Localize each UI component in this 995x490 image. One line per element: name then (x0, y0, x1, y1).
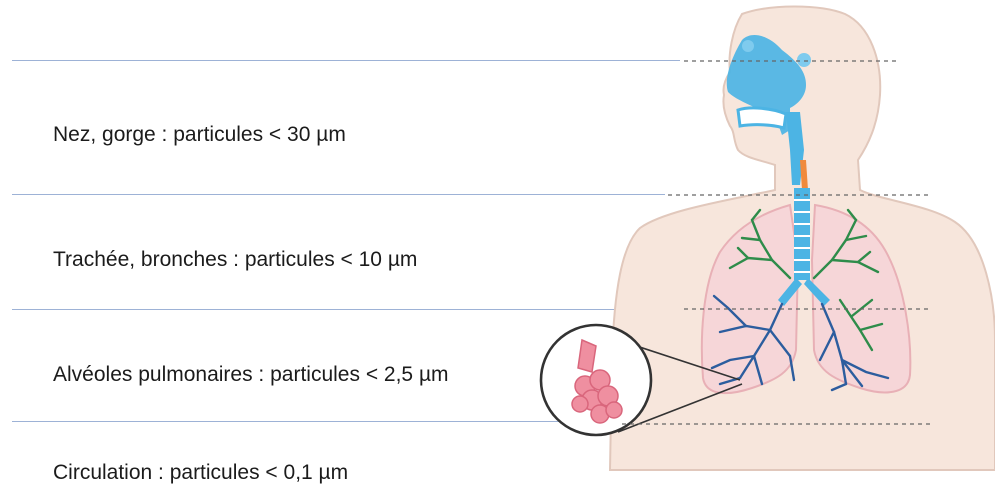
trachea (778, 188, 830, 306)
zoom-connector-top (606, 336, 740, 380)
pharynx (786, 112, 804, 185)
divider-nose-trachea (12, 194, 665, 195)
left-lung (702, 205, 798, 393)
nasal-cavity (727, 35, 806, 135)
level-markers (622, 61, 930, 424)
oral-cavity (738, 108, 786, 128)
sinus-sphenoid (797, 53, 811, 67)
upper-bronchi (730, 210, 882, 350)
alveoli-zoom-icon (572, 340, 622, 423)
body-silhouette (610, 7, 995, 471)
divider-top (12, 60, 680, 61)
zoom-lens (541, 325, 651, 435)
level-circulation-label: Circulation : particules < 0,1 µm (53, 462, 348, 483)
sinus-frontal (742, 40, 754, 52)
level-nose-throat-label: Nez, gorge : particules < 30 µm (53, 124, 346, 145)
divider-trachea-alveoli (12, 309, 680, 310)
level-trachea-bronchi-label: Trachée, bronches : particules < 10 µm (53, 249, 417, 270)
divider-alveoli-circulation (12, 421, 582, 422)
level-alveoli-label: Alvéoles pulmonaires : particules < 2,5 … (53, 364, 449, 385)
lower-bronchi (712, 296, 888, 390)
zoom-connector-bottom (618, 384, 742, 432)
right-lung (812, 205, 910, 392)
larynx (800, 160, 808, 190)
